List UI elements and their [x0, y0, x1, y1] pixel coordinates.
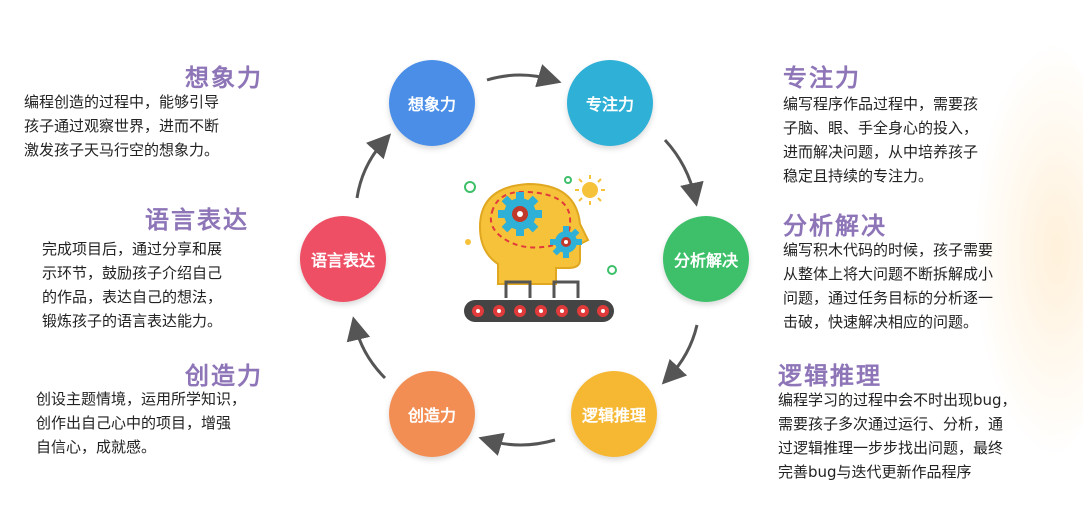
arrow-creativity-language	[346, 316, 387, 380]
node-logic: 逻辑推理	[571, 371, 657, 457]
desc-line: 示环节，鼓励孩子介绍自己	[42, 264, 223, 282]
heading-analysis: 分析解决	[783, 212, 887, 240]
desc-line: 编程创造的过程中，能够引导	[24, 93, 220, 111]
desc-line: 锻炼孩子的语言表达能力。	[42, 312, 223, 330]
desc-line: 子脑、眼、手全身心的投入，	[783, 119, 979, 137]
desc-line: 击破，快速解决相应的问题。	[783, 313, 979, 331]
desc-line: 稳定且持续的专注力。	[783, 167, 934, 185]
desc-line: 激发孩子天马行空的想象力。	[24, 141, 220, 159]
desc-line: 创作出自己心中的项目，增强	[36, 414, 232, 432]
heading-imagination: 想象力	[185, 64, 263, 92]
desc-line: 孩子通过观察世界，进而不断	[24, 117, 220, 135]
desc-line: 编写积木代码的时候，孩子需要	[783, 241, 994, 259]
desc-imagination: 编程创造的过程中，能够引导 孩子通过观察世界，进而不断 激发孩子天马行空的想象力…	[24, 90, 219, 162]
desc-line: 编写程序作品过程中，需要孩	[783, 95, 979, 113]
desc-line: 过逻辑推理一步步找出问题，最终	[778, 439, 1004, 457]
desc-focus: 编写程序作品过程中，需要孩 子脑、眼、手全身心的投入， 进而解决问题，从中培养孩…	[783, 92, 978, 188]
desc-line: 的作品，表达自己的想法，	[42, 288, 223, 306]
desc-analysis: 编写积木代码的时候，孩子需要 从整体上将大问题不断拆解成小 问题，通过任务目标的…	[783, 238, 993, 334]
node-analysis: 分析解决	[663, 216, 749, 302]
node-creativity: 创造力	[389, 371, 475, 457]
head-gears-conveyor-icon	[464, 175, 617, 322]
desc-line: 需要孩子多次通过运行、分析，通	[778, 415, 1004, 433]
node-imagination: 想象力	[389, 60, 475, 146]
arrow-analysis-logic	[661, 324, 699, 385]
desc-line: 从整体上将大问题不断拆解成小	[783, 265, 994, 283]
arrow-focus-analysis	[663, 138, 704, 207]
desc-language: 完成项目后，通过分享和展 示环节，鼓励孩子介绍自己 的作品，表达自己的想法， 锻…	[42, 237, 222, 333]
arrow-logic-creativity	[478, 432, 556, 456]
heading-focus: 专注力	[783, 64, 861, 92]
background-decoration	[973, 40, 1083, 460]
desc-line: 进而解决问题，从中培养孩子	[783, 143, 979, 161]
desc-line: 完善bug与迭代更新作品程序	[778, 463, 972, 481]
heading-creativity: 创造力	[185, 362, 263, 390]
arrow-language-imagination	[355, 133, 392, 199]
desc-logic: 编程学习的过程中会不时出现bug， 需要孩子多次通过运行、分析，通 过逻辑推理一…	[778, 388, 1017, 484]
node-language: 语言表达	[300, 216, 386, 302]
desc-creativity: 创设主题情境，运用所学知识， 创作出自己心中的项目，增强 自信心，成就感。	[36, 387, 246, 459]
desc-line: 自信心，成就感。	[36, 438, 157, 456]
desc-line: 编程学习的过程中会不时出现bug，	[778, 391, 1017, 409]
desc-line: 创设主题情境，运用所学知识，	[36, 390, 247, 408]
node-focus: 专注力	[567, 60, 653, 146]
desc-line: 问题，通过任务目标的分析逐一	[783, 289, 994, 307]
arrow-imagination-focus	[486, 64, 562, 88]
heading-language: 语言表达	[145, 206, 249, 234]
heading-logic: 逻辑推理	[778, 362, 882, 390]
desc-line: 完成项目后，通过分享和展	[42, 240, 223, 258]
